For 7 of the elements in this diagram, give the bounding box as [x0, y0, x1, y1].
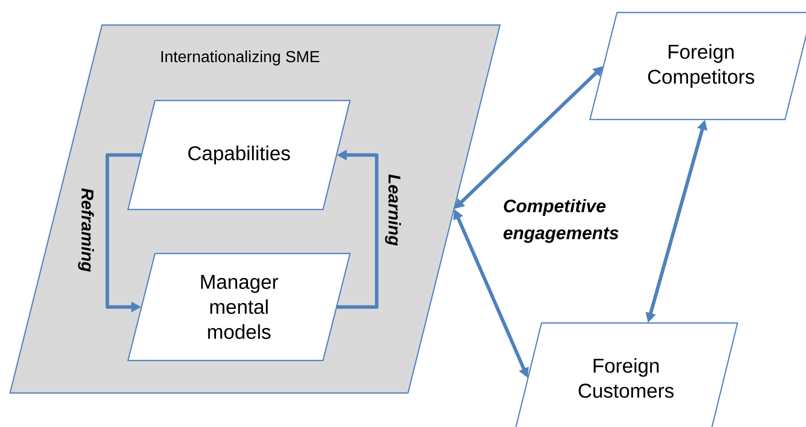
parallelogram: Capabilities [127, 100, 351, 210]
parallelogram: Manager mental models [127, 252, 351, 362]
edge-label: Reframing [78, 188, 94, 272]
parallelogram: Foreign Customers [514, 322, 738, 427]
parallelogram: Foreign Competitors [589, 12, 806, 120]
note-text: Competitive engagements [504, 199, 618, 243]
edge-label: Learning [385, 174, 401, 246]
